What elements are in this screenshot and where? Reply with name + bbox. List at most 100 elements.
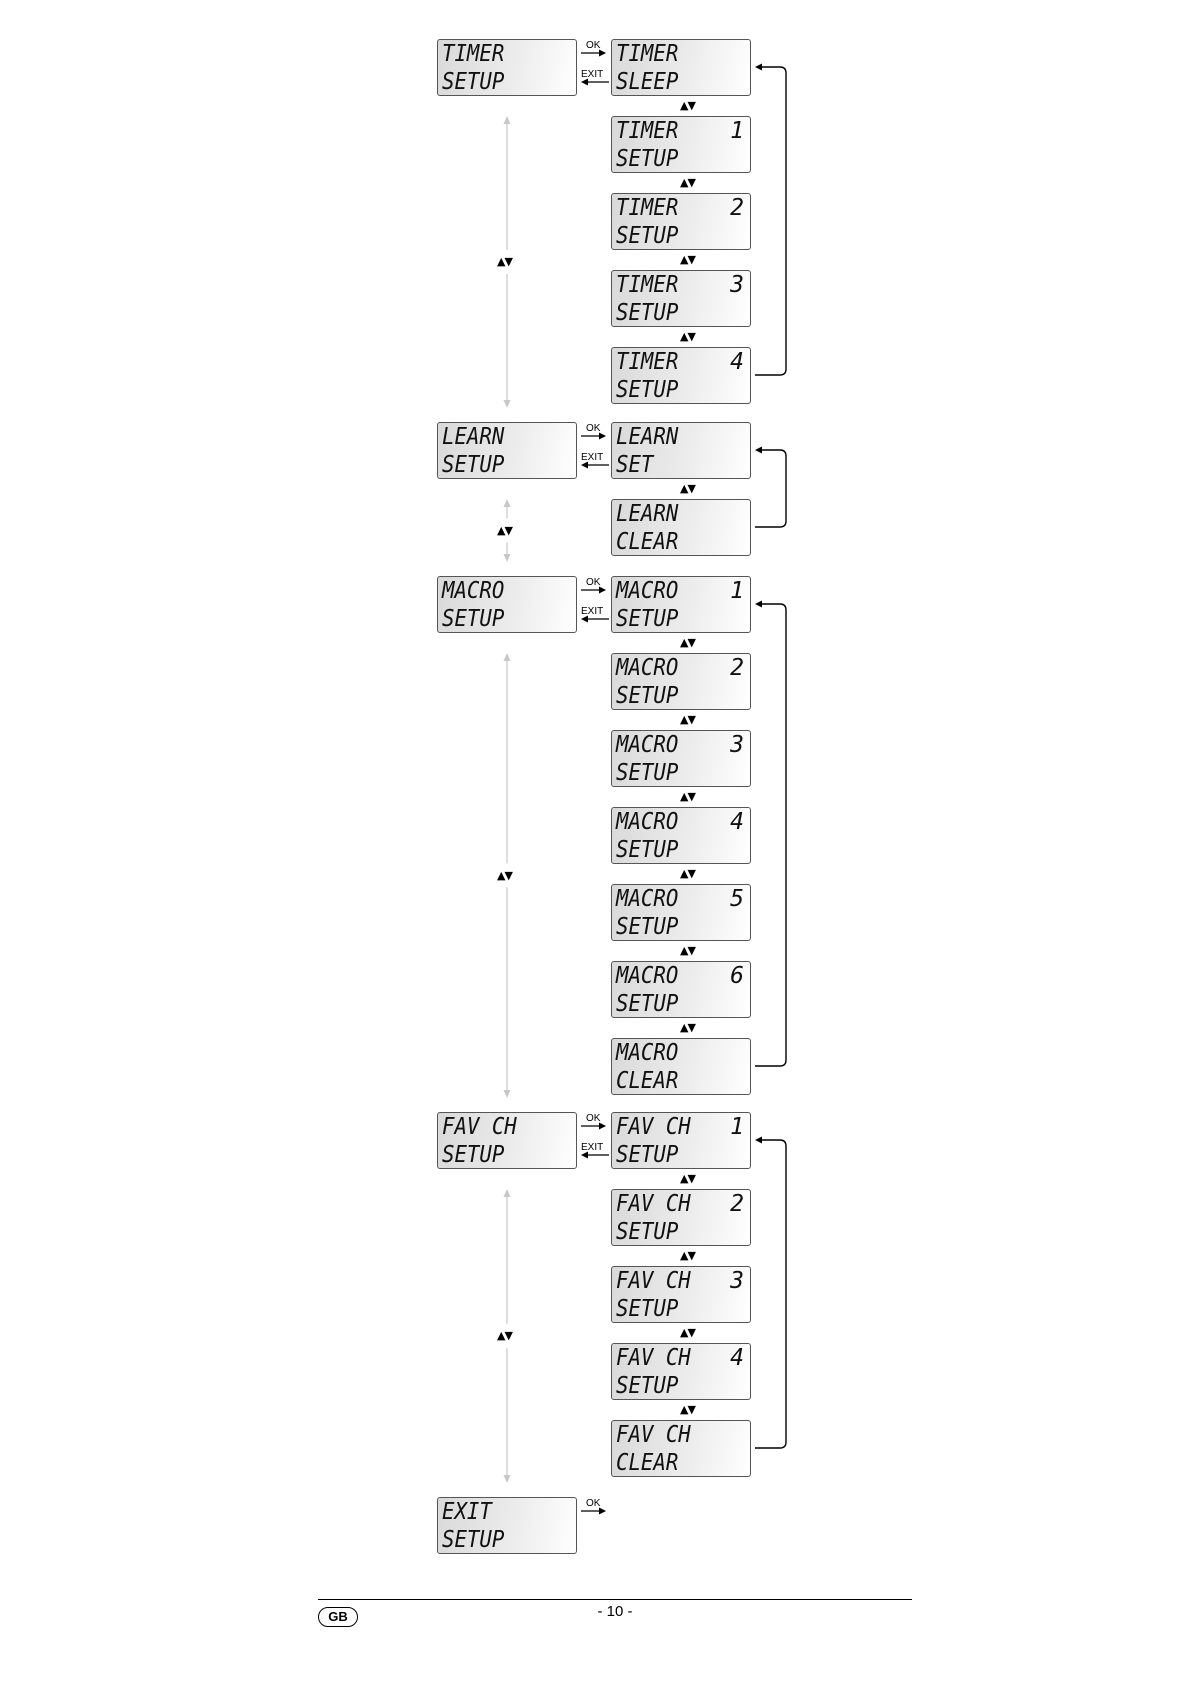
lcd-line-1: MACRO	[616, 655, 679, 681]
lcd-line-1: FAV CH	[616, 1114, 691, 1140]
macro-loop-back-bracket	[755, 603, 787, 1067]
timer-nav-updown-icon: ▲▼	[497, 255, 513, 268]
lcd-line-2: SETUP	[616, 146, 679, 172]
lcd-line-1: FAV CH	[442, 1114, 517, 1140]
lcd-number: 3	[730, 1268, 744, 1294]
exit-ok-arrow-icon	[599, 1507, 606, 1515]
lcd-line-2: CLEAR	[616, 1068, 679, 1094]
timer-exit-label: EXIT	[581, 69, 604, 80]
macro-loop-back-arrow-icon	[755, 600, 762, 608]
fav-ch-loop-back-bracket	[755, 1139, 787, 1449]
macro-nav-updown-icon: ▲▼	[497, 868, 513, 882]
macro-sub-updown-icon-5: ▲▼	[680, 944, 696, 957]
fav-ch-sub-updown-icon-4: ▲▼	[680, 1403, 696, 1416]
lcd-line-1: TIMER	[616, 272, 679, 298]
macro-nav-up-arrow-icon	[503, 653, 511, 661]
lcd-line-2: SETUP	[442, 1142, 505, 1168]
lcd-line-1: FAV CH	[616, 1191, 691, 1217]
lcd-number: 2	[730, 655, 744, 681]
macro-exit-label: EXIT	[581, 606, 604, 617]
lcd-line-1: LEARN	[616, 424, 679, 450]
lcd-line-1: MACRO	[616, 578, 679, 604]
lcd-line-1: EXIT	[442, 1499, 492, 1525]
lcd-line-1: MACRO	[616, 732, 679, 758]
lcd-line-2: SETUP	[616, 1296, 679, 1322]
lcd-line-1: MACRO	[616, 963, 679, 989]
fav-ch-ok-arrow-icon	[599, 1122, 606, 1130]
learn-exit-label: EXIT	[581, 452, 604, 463]
lcd-line-1: TIMER	[616, 195, 679, 221]
lcd-number: 1	[730, 1114, 744, 1140]
lcd-line-1: FAV CH	[616, 1422, 691, 1448]
lcd-line-2: SETUP	[616, 1219, 679, 1245]
footer-rule	[318, 1599, 912, 1600]
lcd-line-2: SETUP	[442, 1527, 505, 1553]
fav-ch-ok-label: OK	[586, 1113, 601, 1124]
timer-sub-updown-icon-3: ▲▼	[680, 253, 696, 266]
lcd-line-2: CLEAR	[616, 529, 679, 555]
fav-ch-exit-arrow-icon	[581, 1151, 588, 1159]
lcd-number: 4	[730, 809, 744, 835]
lcd-line-1: TIMER	[616, 41, 679, 67]
lcd-line-1: TIMER	[616, 349, 679, 375]
timer-ok-label: OK	[586, 40, 601, 51]
exit-ok-label: OK	[586, 1498, 601, 1509]
fav-ch-sub-updown-icon-1: ▲▼	[680, 1172, 696, 1185]
lcd-line-1: LEARN	[616, 501, 679, 527]
lcd-line-2: SETUP	[442, 606, 505, 632]
lcd-number: 6	[730, 963, 744, 989]
lcd-number: 1	[730, 118, 744, 144]
lcd-number: 4	[730, 1345, 744, 1371]
lcd-line-2: SETUP	[616, 377, 679, 403]
timer-nav-up-arrow-icon	[503, 116, 511, 124]
timer-exit-arrow-icon	[581, 78, 588, 86]
learn-loop-back-arrow-icon	[755, 446, 762, 454]
learn-nav-up-arrow-icon	[503, 499, 511, 507]
lcd-number: 5	[730, 886, 744, 912]
macro-exit-arrow-icon	[581, 615, 588, 623]
timer-sub-updown-icon-1: ▲▼	[680, 99, 696, 112]
lcd-line-1: MACRO	[442, 578, 505, 604]
fav-ch-nav-up-arrow-icon	[503, 1189, 511, 1197]
lcd-line-2: SETUP	[616, 1142, 679, 1168]
timer-loop-back-arrow-icon	[755, 63, 762, 71]
fav-ch-exit-label: EXIT	[581, 1142, 604, 1153]
macro-nav-down-arrow-icon	[503, 1090, 511, 1098]
lcd-line-2: SETUP	[616, 760, 679, 786]
learn-nav-down-arrow-icon	[503, 554, 511, 562]
fav-ch-sub-updown-icon-3: ▲▼	[680, 1326, 696, 1339]
lcd-line-2: SETUP	[616, 300, 679, 326]
lcd-line-2: SET	[616, 452, 654, 478]
lcd-line-2: SETUP	[616, 914, 679, 940]
lcd-line-1: TIMER	[442, 41, 505, 67]
learn-nav-updown-icon: ▲▼	[497, 523, 513, 537]
lcd-line-1: MACRO	[616, 809, 679, 835]
fav-ch-nav-updown-icon: ▲▼	[497, 1329, 513, 1342]
learn-exit-arrow-icon	[581, 461, 588, 469]
lcd-line-2: SETUP	[616, 223, 679, 249]
macro-ok-arrow-icon	[599, 586, 606, 594]
lcd-number: 4	[730, 349, 744, 375]
lcd-line-1: LEARN	[442, 424, 505, 450]
lcd-line-1: FAV CH	[616, 1345, 691, 1371]
